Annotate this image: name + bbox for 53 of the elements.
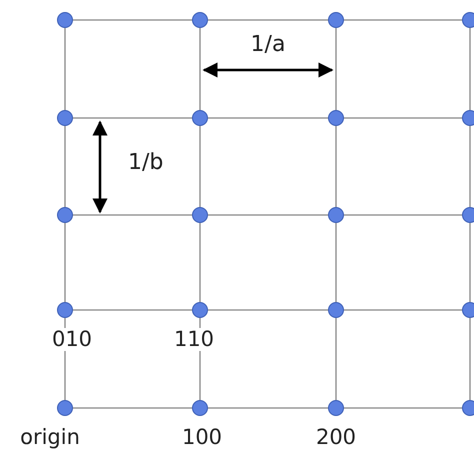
lattice-point [462, 12, 474, 28]
dimension-label: 1/b [128, 152, 164, 174]
lattice-point [462, 207, 474, 223]
lattice-point [57, 110, 73, 126]
grid-line [335, 126, 337, 207]
lattice-point [192, 207, 208, 223]
lattice-point [192, 110, 208, 126]
grid-line [208, 309, 328, 311]
grid-line [469, 126, 471, 207]
lattice-point [328, 400, 344, 416]
lattice-point [192, 302, 208, 318]
grid-line [469, 28, 471, 110]
lattice-point [462, 400, 474, 416]
grid-line [335, 28, 337, 110]
grid-line [469, 223, 471, 302]
lattice-point [328, 302, 344, 318]
point-label: origin [19, 426, 81, 449]
grid-line [199, 223, 201, 302]
grid-line [344, 407, 462, 409]
grid-line [73, 117, 192, 119]
grid-line [469, 318, 471, 400]
grid-line [208, 117, 328, 119]
lattice-point [192, 12, 208, 28]
grid-line [344, 19, 462, 21]
lattice-point [328, 207, 344, 223]
grid-line [73, 309, 192, 311]
grid-line [199, 126, 201, 207]
grid-line [64, 223, 66, 302]
grid-line [344, 117, 462, 119]
grid-line [73, 214, 192, 216]
lattice-point [192, 400, 208, 416]
lattice-point [57, 400, 73, 416]
grid-line [208, 19, 328, 21]
lattice-point [462, 302, 474, 318]
grid-line [64, 126, 66, 207]
dimension-label: 1/a [250, 34, 286, 56]
lattice-point [57, 12, 73, 28]
grid-line [344, 214, 462, 216]
grid-line [199, 28, 201, 110]
grid-line [73, 19, 192, 21]
grid-line [208, 214, 328, 216]
lattice-point [328, 110, 344, 126]
grid-line [73, 407, 192, 409]
lattice-point [328, 12, 344, 28]
grid-line [208, 407, 328, 409]
grid-line [344, 309, 462, 311]
lattice-point [57, 207, 73, 223]
point-label: 010 [50, 328, 94, 351]
lattice-point [57, 302, 73, 318]
grid-line [335, 318, 337, 400]
grid-line [335, 223, 337, 302]
grid-line [64, 28, 66, 110]
lattice-point [462, 110, 474, 126]
